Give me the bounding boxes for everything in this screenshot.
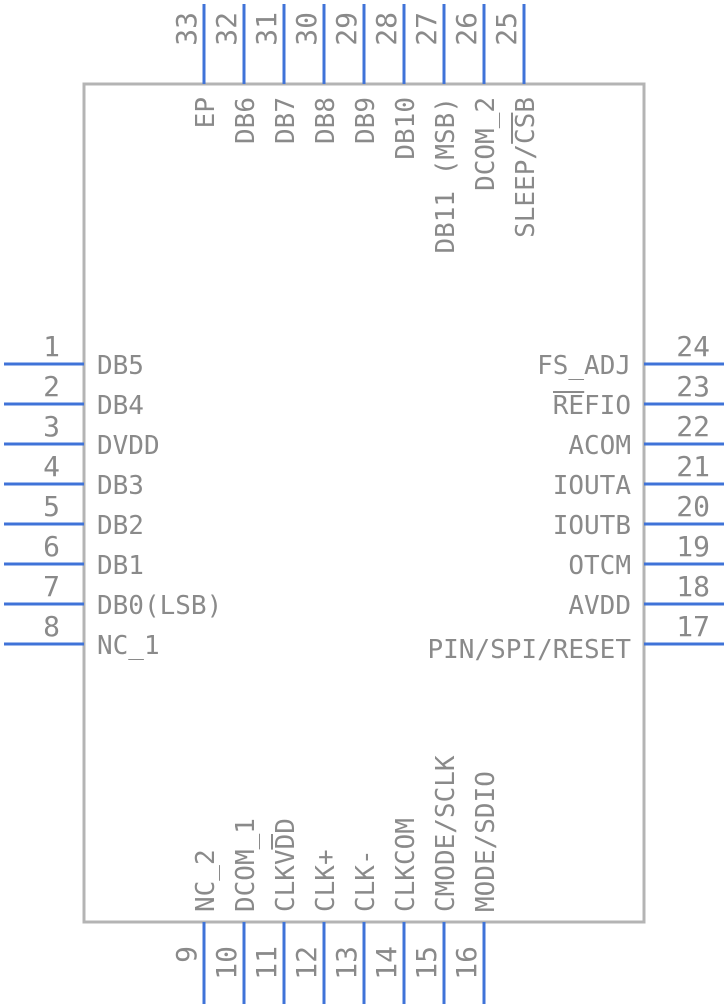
pin-number-18: 18 [676,570,710,603]
pin-number-11: 11 [250,946,283,980]
pin-number-15: 15 [410,946,443,980]
pin-label-mode-sdio: MODE/SDIO [471,771,501,912]
pin-number-6: 6 [43,530,60,563]
pin-label-db10: DB10 [391,97,421,160]
pin-number-8: 8 [43,610,60,643]
pin-label-iouta: IOUTA [553,471,632,501]
pin-number-5: 5 [43,490,60,523]
pin-number-24: 24 [676,330,710,363]
pin-label-db5: DB5 [97,351,144,381]
pin-number-25: 25 [490,12,523,46]
pin-label-nc-1: NC_1 [97,631,160,661]
pin-number-9: 9 [170,946,203,963]
pin-number-17: 17 [676,610,710,643]
pins-bottom-group: 9 NC_2 10 DCOM_1 11 CLKVDD 12 CLK+ 13 CLK- 14 CLKCO… [170,755,501,1004]
pin-label-acom: ACOM [568,431,631,461]
pin-number-27: 27 [410,12,443,46]
pin-label-otcm: OTCM [568,551,631,581]
pin-label-ioutb: IOUTB [553,511,631,541]
pin-label-db0-lsb: DB0(LSB) [97,591,222,621]
pin-label-dcom-1: DCOM_1 [231,818,261,912]
pin-label-db1: DB1 [97,551,144,581]
pin-label-db6: DB6 [231,97,261,144]
pin-number-10: 10 [210,946,243,980]
pin-number-4: 4 [43,450,60,483]
ic-body-outline [82,82,646,924]
pin-number-21: 21 [676,450,710,483]
pin-number-30: 30 [290,12,323,46]
pin-number-28: 28 [370,12,403,46]
pin-number-14: 14 [370,946,403,980]
pin-label-pin-spi-reset: PIN/SPI/RESET [428,635,632,665]
pin-number-20: 20 [676,490,710,523]
pin-label-db3: DB3 [97,471,144,501]
pin-label-clk: CLK+ [311,849,341,912]
pin-number-16: 16 [450,946,483,980]
pin-label-db4: DB4 [97,391,144,421]
pin-number-31: 31 [250,12,283,46]
pin-number-7: 7 [43,570,60,603]
pin-number-3: 3 [43,410,60,443]
pin-label-clkvdd: CLKVDD [271,818,301,912]
pin-label-db2: DB2 [97,511,144,541]
pin-number-22: 22 [676,410,710,443]
pin-label-avdd: AVDD [568,591,631,621]
pin-number-23: 23 [676,370,710,403]
pin-label-db8: DB8 [311,97,341,144]
pin-number-2: 2 [43,370,60,403]
pin-label-cmode-sclk: CMODE/SCLK [431,755,461,912]
pin-label-clk: CLK- [351,849,381,912]
pin-number-32: 32 [210,12,243,46]
pin-label-db9: DB9 [351,97,381,144]
pin-label-dvdd: DVDD [97,431,160,461]
pin-number-29: 29 [330,12,363,46]
pin-number-12: 12 [290,946,323,980]
pin-number-19: 19 [676,530,710,563]
pin-label-fs-adj: FS_ADJ [537,351,631,381]
pin-label-db7: DB7 [271,97,301,144]
pin-label-ep: EP [191,97,221,128]
pin-label-dcom-2: DCOM_2 [471,97,501,191]
pin-label-sleep-csb: SLEEP/CSB [511,97,541,238]
pin-number-26: 26 [450,12,483,46]
pin-number-13: 13 [330,946,363,980]
pin-label-nc-2: NC_2 [191,849,221,912]
pin-number-33: 33 [170,12,203,46]
pin-label-refio: REFIO [553,391,631,421]
pin-label-clkcom: CLKCOM [391,818,421,912]
pin-label-db11-msb: DB11 (MSB) [431,97,461,254]
pin-number-1: 1 [43,330,60,363]
